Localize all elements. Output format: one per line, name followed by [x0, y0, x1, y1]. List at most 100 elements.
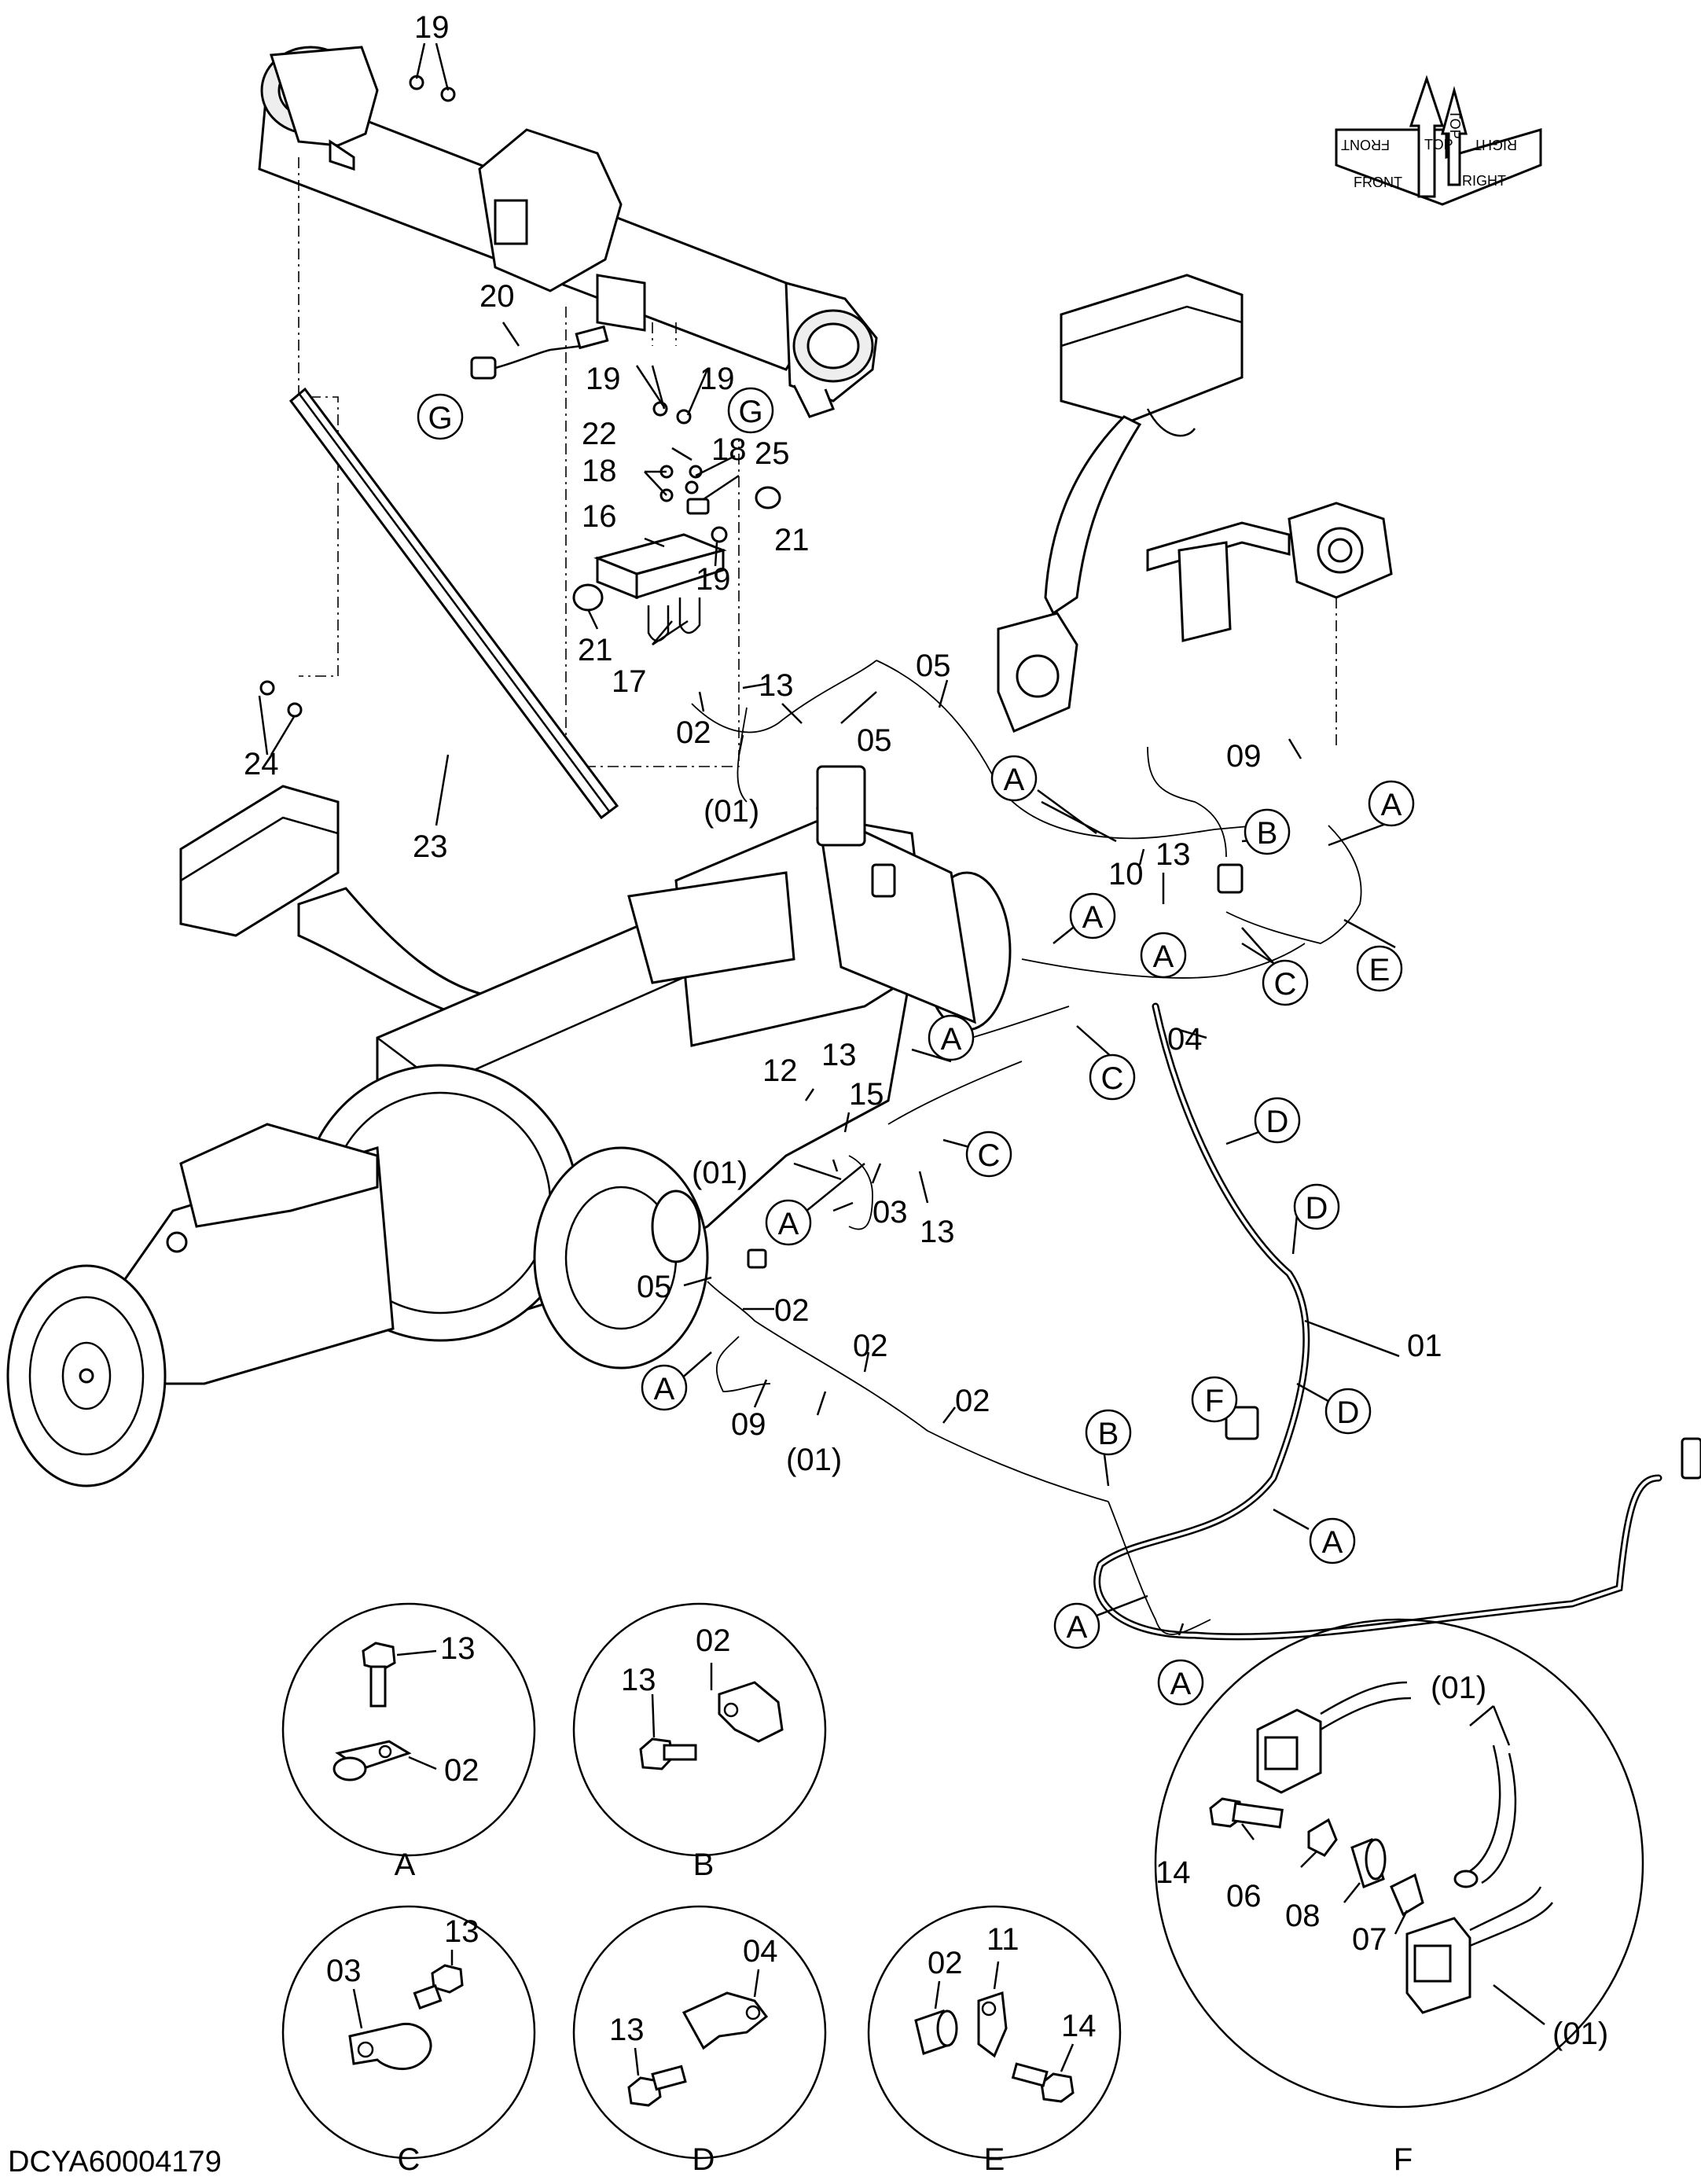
- marker-d: D: [1324, 1388, 1372, 1435]
- bolts-19: [409, 75, 692, 425]
- bracket-16: [572, 465, 781, 642]
- svg-text:C: C: [978, 1138, 1001, 1173]
- label-10: 10: [1108, 857, 1144, 892]
- svg-text:G: G: [738, 395, 762, 429]
- detail-f-title: F: [1394, 2142, 1413, 2177]
- svg-text:A: A: [1322, 1525, 1343, 1560]
- marker-d: D: [1293, 1183, 1340, 1230]
- label-16: 16: [582, 499, 617, 534]
- label-01-ref: (01): [692, 1156, 748, 1190]
- label-02: 02: [955, 1384, 990, 1418]
- detail-d: 04 13 D: [572, 1905, 827, 2177]
- label-05: 05: [857, 723, 892, 758]
- detail-d-label: 13: [609, 2013, 645, 2047]
- label-02: 02: [853, 1329, 888, 1363]
- drawing-code: DCYA60004179: [8, 2145, 222, 2178]
- detail-e-title: E: [984, 2142, 1005, 2177]
- sensor-20: [470, 325, 609, 380]
- label-03: 03: [873, 1195, 908, 1230]
- svg-text:A: A: [941, 1022, 962, 1057]
- label-05: 05: [637, 1270, 672, 1304]
- svg-text:G: G: [428, 401, 452, 436]
- steering-cylinder: [258, 46, 878, 418]
- label-05: 05: [916, 649, 951, 683]
- detail-f-label: (01): [1431, 1671, 1486, 1705]
- detail-b: 02 13 B: [572, 1602, 827, 1882]
- badge-right: RIGHT: [1462, 173, 1506, 189]
- svg-text:A: A: [654, 1372, 675, 1406]
- marker-c: C: [965, 1131, 1012, 1178]
- detail-f-label: (01): [1552, 2017, 1608, 2051]
- label-19: 19: [700, 362, 735, 396]
- detail-b-title: B: [693, 1848, 715, 1882]
- axle-assembly: [6, 765, 1012, 1487]
- label-01-ref: (01): [704, 794, 759, 829]
- marker-e: E: [1356, 945, 1403, 992]
- label-02: 02: [676, 715, 711, 750]
- detail-f-label: 14: [1155, 1855, 1191, 1890]
- detail-f-label: 07: [1352, 1922, 1387, 1957]
- marker-b: B: [1085, 1409, 1132, 1456]
- label-13: 13: [821, 1038, 857, 1072]
- svg-text:A: A: [1067, 1610, 1088, 1645]
- marker-c: C: [1262, 959, 1309, 1006]
- label-17: 17: [612, 664, 647, 699]
- part-labels: 19 20 19 19 22 18 18 25 16 21 19 21 17 1…: [244, 10, 1442, 1477]
- detail-a-title: A: [395, 1848, 416, 1882]
- marker-g: G: [417, 393, 464, 440]
- marker-g: G: [727, 387, 774, 434]
- svg-text:A: A: [778, 1207, 799, 1241]
- svg-text:D: D: [1337, 1395, 1360, 1430]
- detail-e-label: 11: [986, 1922, 1019, 1957]
- label-19: 19: [696, 562, 731, 597]
- svg-text:C: C: [1274, 967, 1297, 1002]
- label-01: 01: [1407, 1329, 1442, 1363]
- label-18: 18: [582, 454, 617, 488]
- detail-a-label: 13: [440, 1631, 476, 1666]
- reference-markers: G G A B A A E C A C A C A D D A F B D A …: [417, 387, 1415, 1706]
- marker-a: A: [1053, 1602, 1100, 1649]
- label-21: 21: [578, 633, 613, 667]
- marker-c: C: [1089, 1053, 1136, 1101]
- badge-top-mirror: TOP: [1447, 110, 1463, 139]
- svg-text:A: A: [1170, 1667, 1192, 1701]
- orientation-badge: FRONT TOP RIGHT FRONT TOP RIGHT: [1335, 75, 1542, 206]
- label-20: 20: [479, 279, 515, 314]
- marker-a: A: [641, 1364, 688, 1411]
- label-21: 21: [774, 523, 810, 557]
- detail-b-label: 13: [621, 1663, 656, 1697]
- bar-23: [259, 387, 619, 820]
- marker-a: A: [1140, 932, 1187, 979]
- marker-a: A: [1368, 780, 1415, 827]
- label-04: 04: [1167, 1022, 1203, 1057]
- marker-b: B: [1244, 808, 1291, 855]
- detail-c: 13 03 C: [281, 1905, 536, 2177]
- label-13: 13: [1155, 837, 1191, 872]
- badge-top: TOP: [1424, 137, 1453, 153]
- detail-e-label: 02: [928, 1946, 963, 1980]
- detail-d-title: D: [693, 2142, 715, 2177]
- marker-f: F: [1191, 1376, 1238, 1423]
- label-19: 19: [414, 10, 450, 45]
- label-18: 18: [711, 432, 747, 467]
- svg-text:B: B: [1098, 1417, 1119, 1451]
- subassembly-outlines: [298, 157, 740, 767]
- svg-text:A: A: [1381, 788, 1402, 822]
- label-15: 15: [849, 1077, 884, 1112]
- upper-right-bracket: [997, 274, 1393, 747]
- label-25: 25: [755, 436, 790, 471]
- leader-lines: [258, 42, 1400, 1424]
- svg-text:C: C: [1101, 1061, 1124, 1096]
- marker-a: A: [1069, 892, 1116, 939]
- marker-d: D: [1254, 1097, 1301, 1144]
- svg-text:E: E: [1369, 953, 1391, 987]
- label-24: 24: [244, 747, 279, 781]
- svg-text:D: D: [1266, 1105, 1289, 1139]
- label-01-ref: (01): [786, 1443, 842, 1477]
- marker-a: A: [1157, 1659, 1204, 1706]
- label-22: 22: [582, 417, 617, 451]
- marker-a: A: [990, 755, 1038, 802]
- left-box-assembly: [179, 785, 521, 1031]
- detail-f-label: 08: [1285, 1899, 1321, 1933]
- label-09: 09: [1226, 739, 1262, 774]
